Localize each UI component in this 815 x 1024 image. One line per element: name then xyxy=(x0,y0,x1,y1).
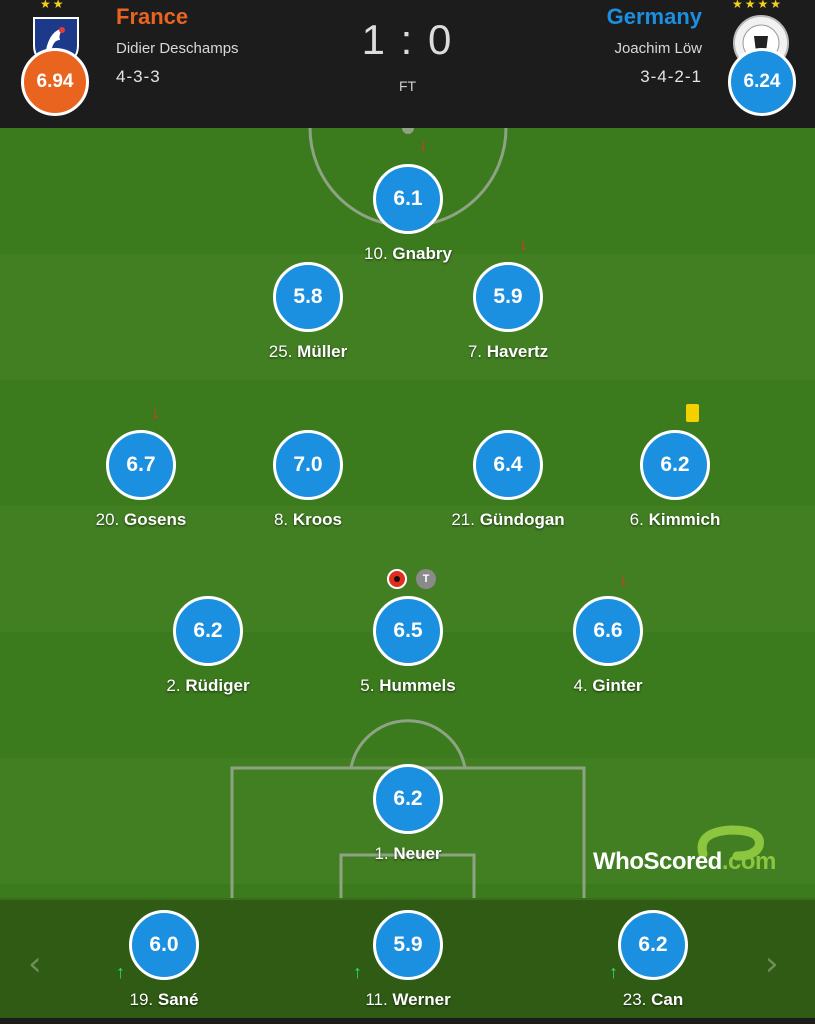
pitch: 6.1 10. Gnabry ↓ 5.8 25. Müller 5.9 7. H… xyxy=(0,128,815,898)
sub-player-can[interactable]: 6.2 23. Can xyxy=(553,910,753,1010)
away-team-rating: 6.24 xyxy=(728,48,796,116)
player-name-label: 4. Ginter xyxy=(573,676,643,695)
player-name-label: 20. Gosens xyxy=(95,510,187,529)
sub-off-icon: ↓ xyxy=(519,234,528,254)
player-name-label: 21. Gündogan xyxy=(451,510,565,529)
own-goal-ball-icon xyxy=(387,569,407,589)
player-name-label: 19. Sané xyxy=(129,990,199,1009)
sub-on-icon: ↑ xyxy=(116,962,125,982)
player-hummels[interactable]: 6.5 5. Hummels xyxy=(308,596,508,696)
player-rating: 6.2 xyxy=(618,910,688,980)
player-name-label: 23. Can xyxy=(622,990,684,1009)
away-team-name[interactable]: Germany xyxy=(606,4,702,29)
player-gundogan[interactable]: 6.4 21. Gündogan xyxy=(408,430,608,530)
match-score: 1 : 0 xyxy=(361,16,454,63)
player-kimmich[interactable]: 6.2 6. Kimmich xyxy=(575,430,775,530)
home-formation: 4-3-3 xyxy=(116,67,161,86)
sub-off-icon: ↓ xyxy=(419,134,428,154)
player-name-label: 7. Havertz xyxy=(467,342,549,361)
player-rating: 6.2 xyxy=(373,764,443,834)
sub-on-icon: ↑ xyxy=(353,962,362,982)
logo-wordmark: WhoScored.com xyxy=(593,848,776,875)
player-ginter[interactable]: 6.6 4. Ginter xyxy=(508,596,708,696)
home-manager[interactable]: Didier Deschamps xyxy=(116,40,239,57)
player-name-label: 2. Rüdiger xyxy=(166,676,250,695)
player-gosens[interactable]: 6.7 20. Gosens xyxy=(41,430,241,530)
player-name-label: 5. Hummels xyxy=(360,676,456,695)
substitutes-bench: ‹ 6.0 19. Sané ↑ 5.9 11. Werner ↑ 6.2 23… xyxy=(0,898,815,1024)
player-rating: 6.7 xyxy=(106,430,176,500)
player-rating: 7.0 xyxy=(273,430,343,500)
logo-question-mark-icon xyxy=(697,825,764,861)
player-rating: 6.5 xyxy=(373,596,443,666)
player-rudiger[interactable]: 6.2 2. Rüdiger xyxy=(108,596,308,696)
player-rating: 6.2 xyxy=(173,596,243,666)
home-stars-icon: ★★ xyxy=(40,0,66,11)
player-rating: 5.9 xyxy=(473,262,543,332)
player-havertz[interactable]: 5.9 7. Havertz xyxy=(408,262,608,362)
player-name-label: 6. Kimmich xyxy=(629,510,721,529)
yellow-card-icon xyxy=(686,404,699,422)
bottom-divider xyxy=(0,1018,815,1024)
home-team-name[interactable]: France xyxy=(116,4,189,29)
sub-off-icon: ↓ xyxy=(151,402,160,422)
player-name-label: 25. Müller xyxy=(268,342,348,361)
player-rating: 6.2 xyxy=(640,430,710,500)
match-header: ★★ 6.94 France Didier Deschamps 4-3-3 1 … xyxy=(0,0,815,128)
home-team-rating: 6.94 xyxy=(21,48,89,116)
player-name-label: 1. Neuer xyxy=(374,844,442,863)
next-arrow-icon[interactable]: › xyxy=(765,944,779,984)
player-name-label: 11. Werner xyxy=(365,990,451,1009)
sub-player-werner[interactable]: 5.9 11. Werner xyxy=(308,910,508,1010)
player-rating: 5.9 xyxy=(373,910,443,980)
player-name-label: 10. Gnabry xyxy=(364,244,452,263)
match-status: FT xyxy=(398,78,417,94)
away-stars-icon: ★★★★ xyxy=(732,0,784,11)
player-rating: 6.0 xyxy=(129,910,199,980)
t-badge-icon: T xyxy=(416,569,436,589)
player-kroos[interactable]: 7.0 8. Kroos xyxy=(208,430,408,530)
prev-arrow-icon[interactable]: ‹ xyxy=(28,944,42,984)
player-rating: 6.4 xyxy=(473,430,543,500)
away-manager[interactable]: Joachim Löw xyxy=(614,40,702,57)
sub-off-icon: ↓ xyxy=(619,569,628,589)
player-rating: 6.6 xyxy=(573,596,643,666)
player-rating: 6.1 xyxy=(373,164,443,234)
sub-on-icon: ↑ xyxy=(609,962,618,982)
away-formation: 3-4-2-1 xyxy=(640,67,702,86)
player-gnabry[interactable]: 6.1 10. Gnabry xyxy=(308,164,508,264)
whoscored-logo: WhoScored.com xyxy=(593,824,793,884)
player-muller[interactable]: 5.8 25. Müller xyxy=(208,262,408,362)
player-neuer[interactable]: 6.2 1. Neuer xyxy=(308,764,508,864)
player-name-label: 8. Kroos xyxy=(273,510,343,529)
sub-player-sane[interactable]: 6.0 19. Sané xyxy=(64,910,264,1010)
player-rating: 5.8 xyxy=(273,262,343,332)
